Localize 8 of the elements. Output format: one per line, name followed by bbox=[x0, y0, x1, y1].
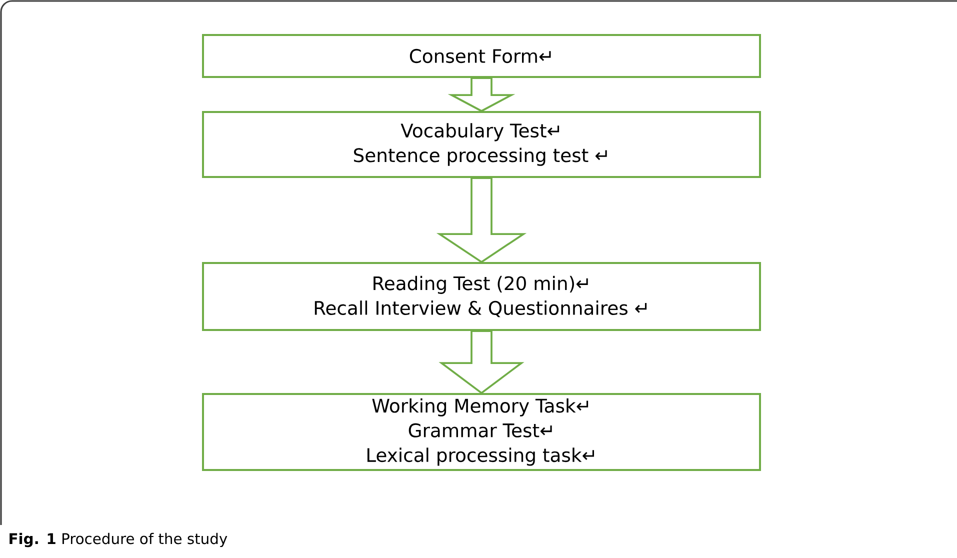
block-arrow bbox=[438, 330, 524, 394]
process-box: Vocabulary Test↵ Sentence processing test ↵ bbox=[202, 111, 761, 178]
process-box: Consent Form↵ bbox=[202, 34, 761, 78]
process-box: Working Memory Task↵ Grammar Test↵ Lexical processing task↵ bbox=[202, 393, 761, 471]
block-arrow bbox=[436, 177, 527, 264]
caption: Fig. 1 Procedure of the study bbox=[10, 532, 228, 548]
block-arrow bbox=[448, 77, 516, 112]
process-box: Reading Test (20 min)↵ Recall Interview & Questionnaires ↵ bbox=[202, 262, 761, 331]
